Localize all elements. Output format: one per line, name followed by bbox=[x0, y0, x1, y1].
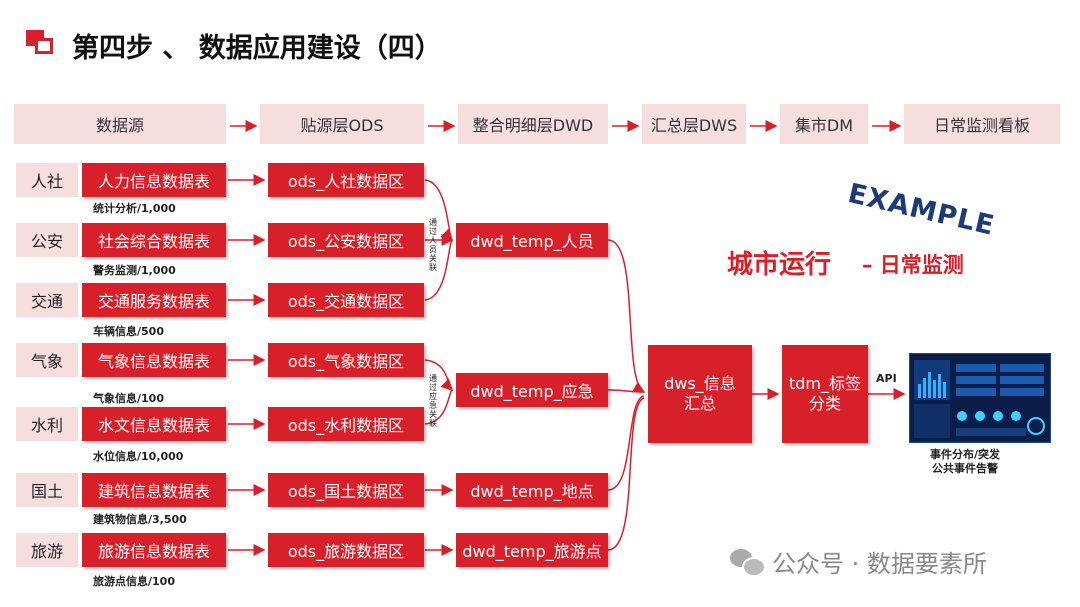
ods-box: ods_气象数据区 bbox=[268, 343, 424, 377]
source-table: 社会综合数据表 bbox=[82, 223, 226, 257]
flow-step-dashboard: 日常监测看板 bbox=[904, 104, 1060, 144]
source-caption: 建筑物信息/3,500 bbox=[93, 513, 187, 526]
dept-label: 人社 bbox=[16, 163, 78, 197]
join-note-emergency: 通过应急关联 bbox=[429, 374, 437, 428]
dwd-box-personnel: dwd_temp_人员 bbox=[456, 223, 608, 257]
dashboard-thumbnail bbox=[909, 353, 1051, 443]
flow-step-dm: 集市DM bbox=[780, 104, 868, 144]
source-caption: 水位信息/10,000 bbox=[93, 450, 184, 463]
dashboard-graphic bbox=[914, 360, 1045, 438]
dwd-box-tourism: dwd_temp_旅游点 bbox=[456, 533, 608, 567]
watermark: 公众号 · 数据要素所 bbox=[730, 544, 987, 579]
ods-box: ods_人社数据区 bbox=[268, 163, 424, 197]
ods-box: ods_国土数据区 bbox=[268, 473, 424, 507]
source-caption: 气象信息/100 bbox=[93, 392, 164, 405]
source-table: 建筑信息数据表 bbox=[82, 473, 226, 507]
source-table: 水文信息数据表 bbox=[82, 407, 226, 441]
source-caption: 统计分析/1,000 bbox=[93, 202, 176, 215]
page-title: 第四步 、 数据应用建设（四） bbox=[72, 33, 442, 64]
title-icon bbox=[26, 30, 54, 54]
wechat-icon bbox=[730, 548, 766, 577]
flow-step-dwd: 整合明细层DWD bbox=[458, 104, 608, 144]
dept-label: 公安 bbox=[16, 223, 78, 257]
flow-step-dws: 汇总层DWS bbox=[642, 104, 746, 144]
ods-box: ods_公安数据区 bbox=[268, 223, 424, 257]
dws-box: dws_信息 汇总 bbox=[648, 345, 752, 443]
source-caption: 车辆信息/500 bbox=[93, 325, 164, 338]
source-table: 旅游信息数据表 bbox=[82, 533, 226, 567]
join-note-personnel: 通过人员关联 bbox=[429, 218, 437, 272]
dwd-box-emergency: dwd_temp_应急 bbox=[456, 373, 608, 407]
dwd-box-location: dwd_temp_地点 bbox=[456, 473, 608, 507]
dept-label: 旅游 bbox=[16, 533, 78, 567]
flow-step-data-source: 数据源 bbox=[14, 104, 226, 144]
api-label: API bbox=[876, 372, 897, 385]
city-subtitle: – 日常监测 bbox=[862, 253, 964, 277]
ods-box: ods_水利数据区 bbox=[268, 407, 424, 441]
source-caption: 警务监测/1,000 bbox=[93, 264, 176, 277]
dm-box: tdm_标签 分类 bbox=[782, 345, 868, 443]
source-caption: 旅游点信息/100 bbox=[93, 575, 175, 588]
dept-label: 国土 bbox=[16, 473, 78, 507]
dept-label: 气象 bbox=[16, 343, 78, 377]
flow-step-ods: 贴源层ODS bbox=[260, 104, 424, 144]
ods-box: ods_旅游数据区 bbox=[268, 533, 424, 567]
ods-box: ods_交通数据区 bbox=[268, 283, 424, 317]
dept-label: 水利 bbox=[16, 407, 78, 441]
source-table: 交通服务数据表 bbox=[82, 283, 226, 317]
source-table: 气象信息数据表 bbox=[82, 343, 226, 377]
watermark-text: 公众号 · 数据要素所 bbox=[772, 550, 987, 578]
dashboard-caption: 事件分布/突发 公共事件告警 bbox=[930, 448, 1001, 475]
city-title: 城市运行 bbox=[727, 250, 832, 280]
source-table: 人力信息数据表 bbox=[82, 163, 226, 197]
dept-label: 交通 bbox=[16, 283, 78, 317]
